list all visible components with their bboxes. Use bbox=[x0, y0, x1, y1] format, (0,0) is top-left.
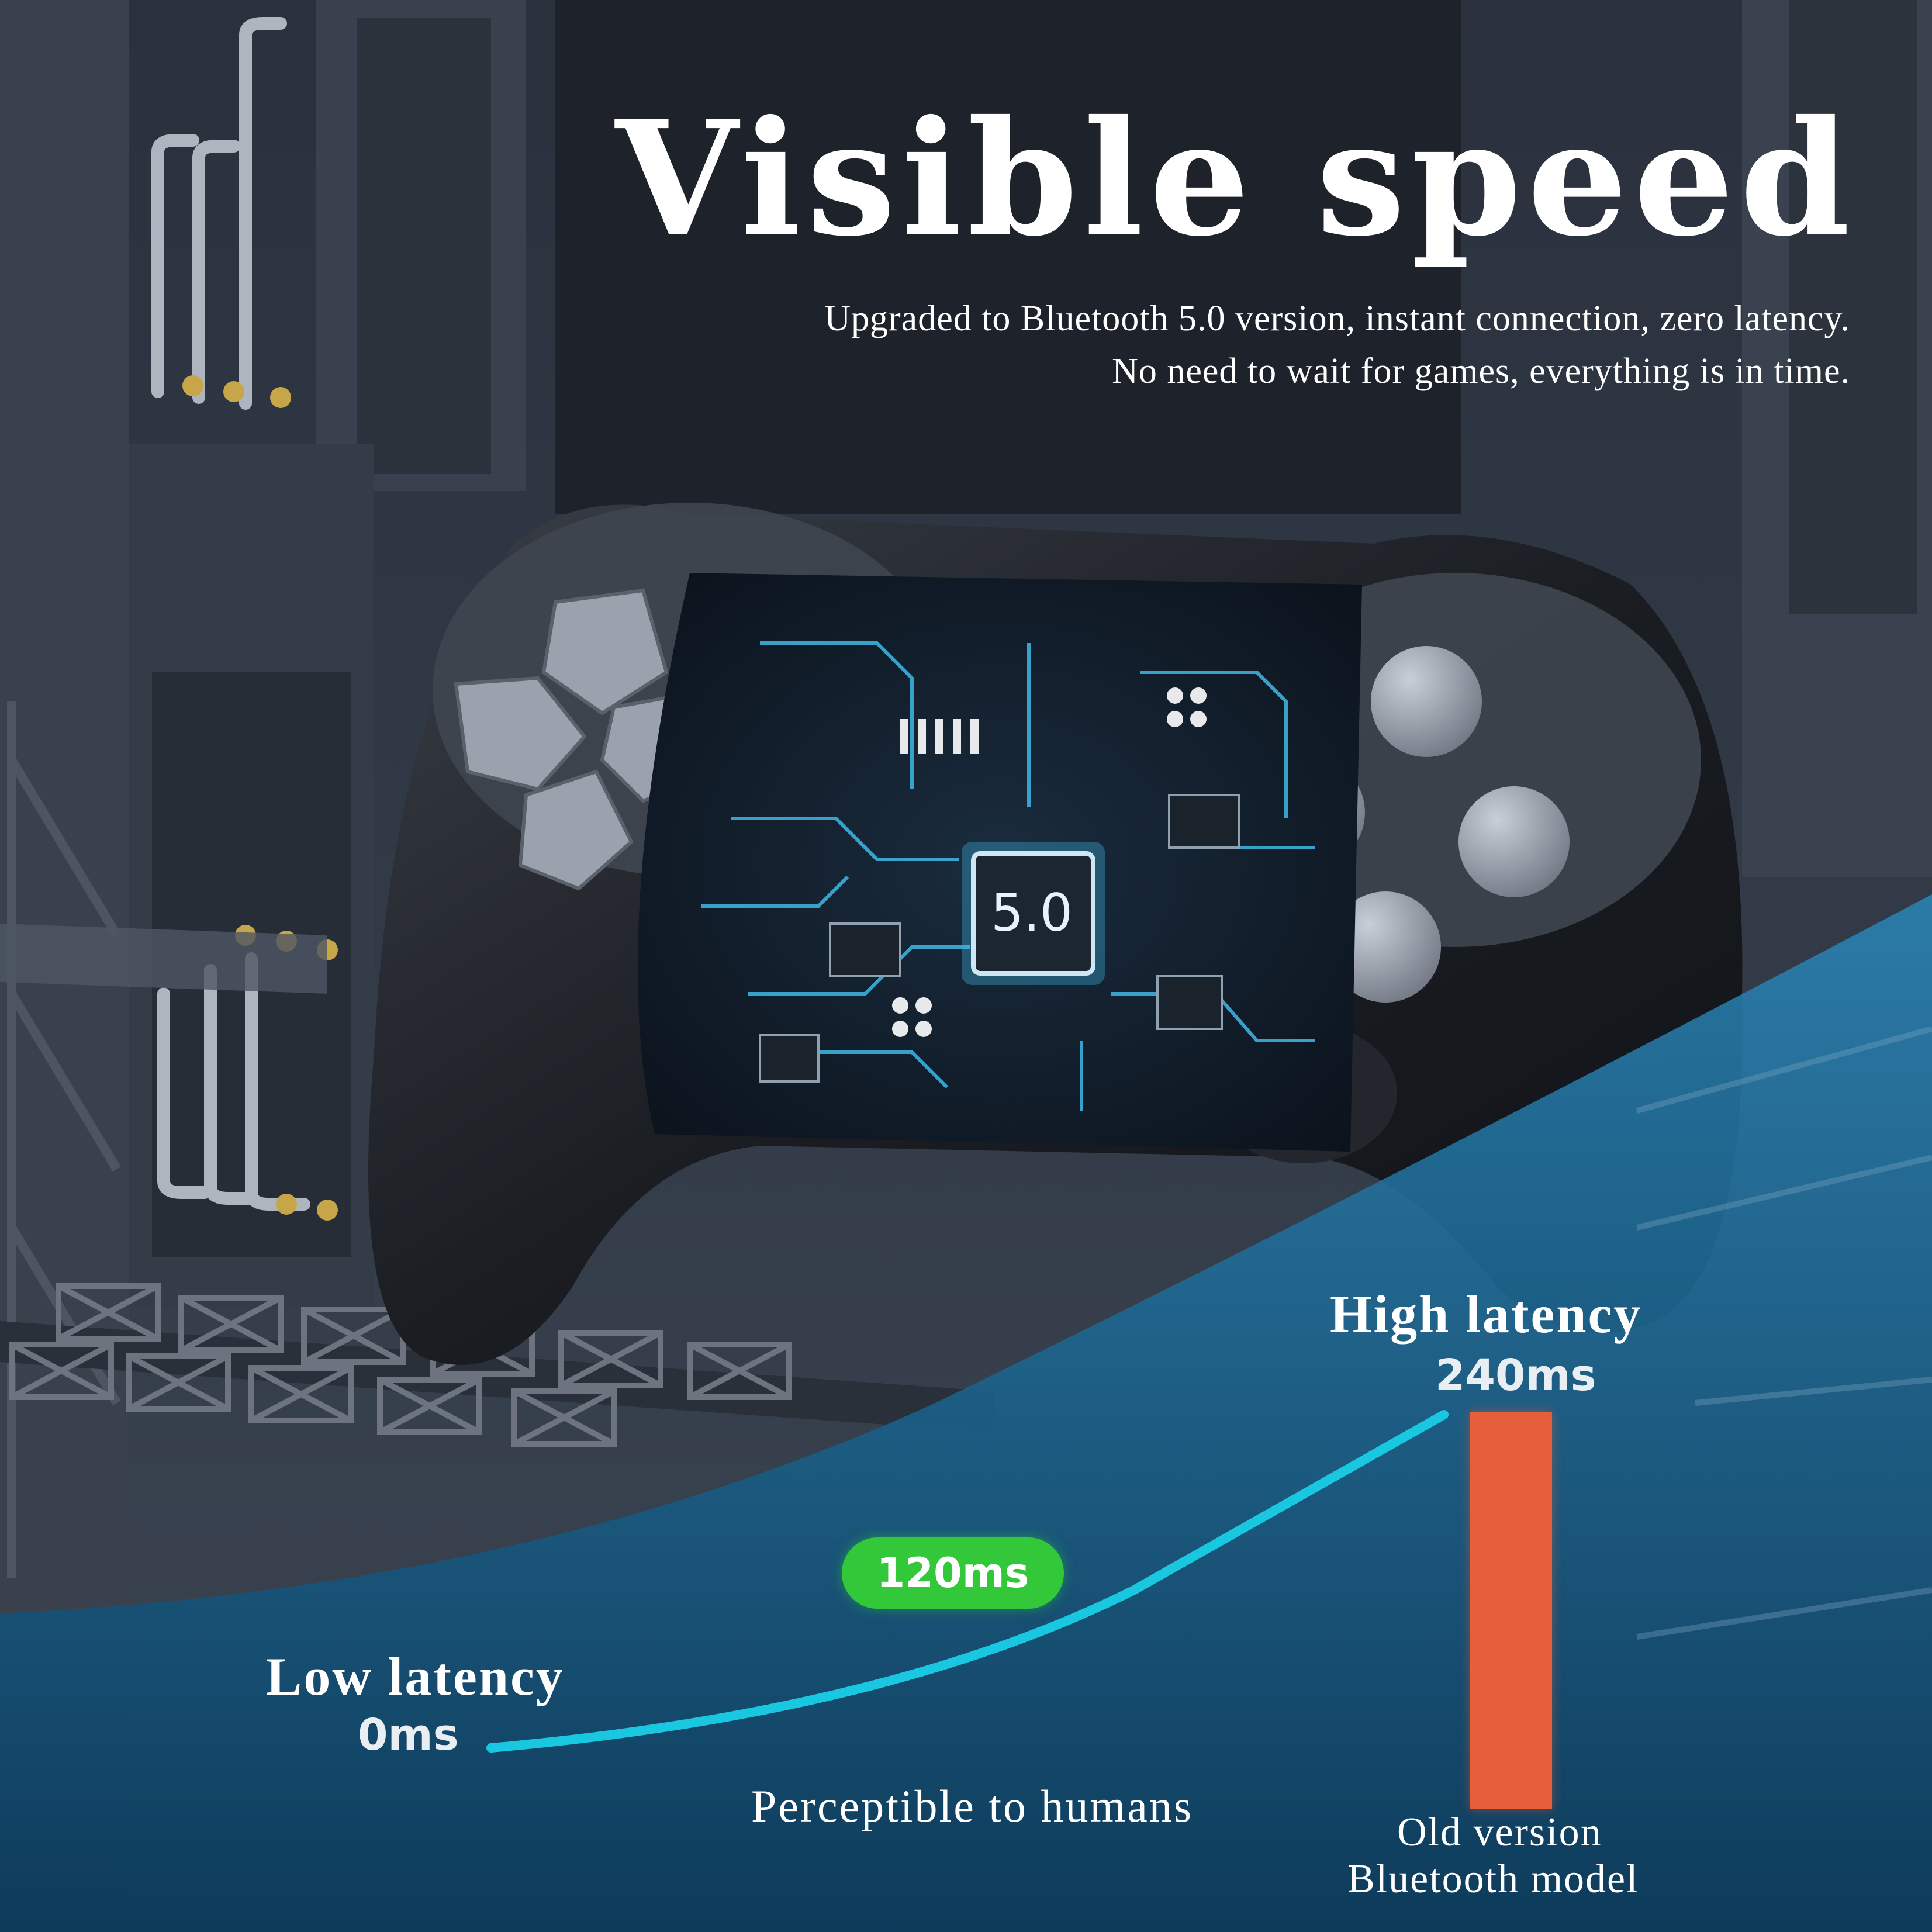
old-version-label-line-1: Old version bbox=[1397, 1810, 1602, 1855]
latency-curve bbox=[486, 1410, 1449, 1753]
latency-wave bbox=[0, 894, 1932, 1932]
mid-latency-value: 120ms bbox=[876, 1549, 1029, 1597]
subtitle-line-2: No need to wait for games, everything is… bbox=[1112, 351, 1850, 391]
low-latency-label: Low latency bbox=[266, 1647, 565, 1706]
mid-latency-badge: 120ms bbox=[842, 1537, 1064, 1609]
pipes bbox=[151, 17, 310, 1211]
chip-label: 5.0 bbox=[991, 883, 1073, 943]
curve-caption: Perceptible to humans bbox=[751, 1781, 1194, 1831]
high-latency-label: High latency bbox=[1330, 1284, 1643, 1344]
circuit-board-icon bbox=[637, 573, 1362, 1152]
chip-icon bbox=[962, 842, 1105, 985]
page-title: Visible speed bbox=[615, 85, 1856, 271]
low-latency-value: 0ms bbox=[358, 1710, 459, 1760]
old-version-bar bbox=[1470, 1412, 1552, 1809]
subtitle-line-1: Upgraded to Bluetooth 5.0 version, insta… bbox=[824, 299, 1850, 338]
old-version-label-line-2: Bluetooth model bbox=[1347, 1857, 1639, 1902]
high-latency-value: 240ms bbox=[1435, 1350, 1596, 1401]
conveyor bbox=[0, 1283, 994, 1447]
